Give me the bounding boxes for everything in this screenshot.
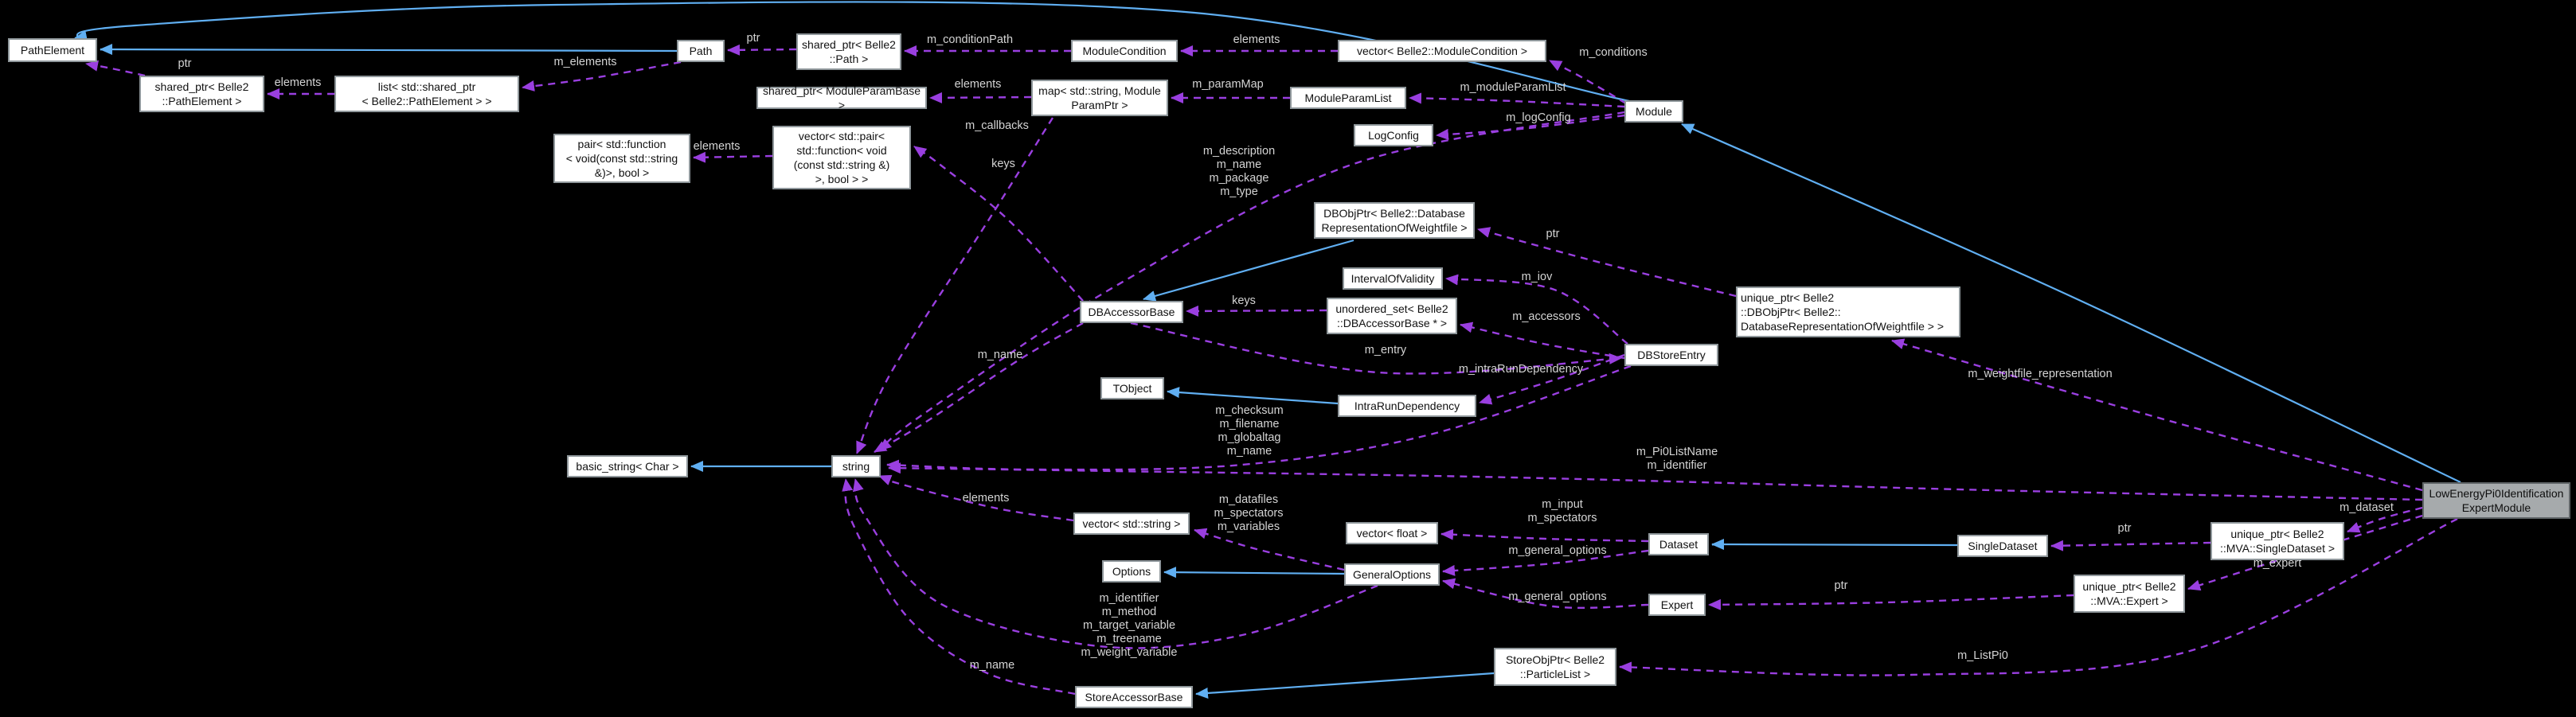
node-moduleparamlist[interactable]: ModuleParamList (1290, 87, 1406, 109)
edge-lowenergy-inherits-module (1681, 123, 2461, 483)
edge-dataset-input-vectorfloat (1440, 528, 1649, 543)
edge-lowenergy-listpi0-storeobjptr (1619, 517, 2458, 676)
node-unordered-set-dbaccessorbase[interactable]: unordered_set< Belle2 ::DBAccessorBase *… (1327, 298, 1457, 334)
edge-module-members-string (878, 111, 1625, 451)
node-unique-ptr-singledataset[interactable]: unique_ptr< Belle2 ::MVA::SingleDataset … (2211, 522, 2344, 560)
node-basic-string-char[interactable]: basic_string< Char > (567, 455, 688, 477)
node-pair-function[interactable]: pair< std::function < void(const std::st… (553, 134, 690, 183)
edge-storeaccessor-name-string (842, 478, 1076, 696)
node-unique-ptr-expert[interactable]: unique_ptr< Belle2 ::MVA::Expert > (2074, 575, 2185, 613)
node-vector-pair-function[interactable]: vector< std::pair< std::function< void (… (772, 126, 911, 189)
edge-path-inherits-pathelement (100, 44, 678, 56)
node-path[interactable]: Path (677, 40, 725, 62)
node-singledataset[interactable]: SingleDataset (1957, 535, 2048, 557)
edge-uniquedbobjptr-ptr-dbobjptr (1477, 227, 1737, 298)
node-shared-ptr-pathelement[interactable]: shared_ptr< Belle2 ::PathElement > (139, 76, 264, 112)
edge-sharedptrpe-ptr-pathelement (85, 60, 146, 77)
edge-dataset-generaloptions (1442, 549, 1649, 576)
edge-module-logconfig (1436, 114, 1625, 140)
node-interval-of-validity[interactable]: IntervalOfValidity (1343, 267, 1443, 290)
node-vector-float[interactable]: vector< float > (1346, 522, 1438, 544)
edge-singledataset-inherits-dataset (1711, 539, 1958, 551)
edge-intrarun-inherits-tobject (1167, 387, 1339, 405)
edge-lowenergy-expert-uniqueexpert (2187, 514, 2423, 591)
edge-map-elements-sharedptrmpb (929, 92, 1032, 103)
node-dbaccessorbase[interactable]: DBAccessorBase (1080, 301, 1183, 323)
edge-generaloptions-strings-string (852, 478, 1378, 649)
node-map-moduleparamptr[interactable]: map< std::string, Module ParamPtr > (1031, 80, 1168, 116)
node-module[interactable]: Module (1624, 100, 1683, 123)
edge-uniqueexpert-ptr-expert (1708, 594, 2074, 610)
edge-storeobjptr-inherits-storeaccessorbase (1195, 672, 1495, 699)
node-intrarundependency[interactable]: IntraRunDependency (1338, 395, 1476, 417)
edge-dbstore-strings-string (886, 364, 1632, 471)
edge-uniquesd-ptr-singledataset (2050, 540, 2211, 551)
node-module-condition[interactable]: ModuleCondition (1071, 40, 1178, 62)
node-shared-ptr-moduleparambase[interactable]: shared_ptr< ModuleParamBase > (756, 84, 927, 111)
node-options[interactable]: Options (1102, 560, 1161, 583)
edge-expert-generaloptions (1442, 578, 1649, 610)
node-storeaccessorbase[interactable]: StoreAccessorBase (1075, 686, 1193, 708)
edge-dbaccessor-callbacks-vectorpair (913, 146, 1084, 302)
edge-vectorstring-elements-string (878, 474, 1074, 522)
edge-lowenergy-weightfile-uniquedbobjptr (1891, 338, 2423, 492)
node-lowenergy-pi0-module[interactable]: LowEnergyPi0Identification ExpertModule (2422, 482, 2570, 519)
node-storeobjptr-particlelist[interactable]: StoreObjPtr< Belle2 ::ParticleList > (1494, 648, 1616, 686)
edge-generaloptions-inherits-options (1163, 567, 1345, 579)
node-shared-ptr-path[interactable]: shared_ptr< Belle2 ::Path > (796, 33, 901, 70)
edge-uset-keys-dbaccessor (1186, 305, 1327, 317)
node-string[interactable]: string (831, 455, 881, 477)
edge-dbaccessor-name-string (874, 321, 1084, 454)
edge-map-keys-string (855, 117, 1054, 454)
edge-generaloptions-datafiles-vectorstring (1194, 528, 1345, 571)
node-unique-ptr-dbobjptr-weightfile[interactable]: unique_ptr< Belle2 ::DBObjPtr< Belle2:: … (1736, 286, 1960, 337)
node-vector-module-condition[interactable]: vector< Belle2::ModuleCondition > (1338, 40, 1546, 62)
node-expert[interactable]: Expert (1648, 594, 1706, 616)
node-dbstoreentry[interactable]: DBStoreEntry (1624, 344, 1718, 366)
edge-dbstore-accessors-uset (1460, 321, 1625, 360)
node-logconfig[interactable]: LogConfig (1354, 124, 1433, 146)
edge-lowenergy-pi0listname-string (888, 462, 2423, 501)
node-pathelement[interactable]: PathElement (8, 38, 97, 62)
edge-lowenergy-dataset-uniquesd (2347, 506, 2423, 533)
edge-path-melements-list (522, 60, 682, 92)
edge-dbobjptr-inherits-dbaccessorbase (1143, 239, 1354, 302)
edge-dbaccessor-entry-dbstore (1130, 321, 1622, 375)
node-dataset[interactable]: Dataset (1648, 533, 1709, 555)
edge-dbstore-iov-intervalofvalidity (1445, 274, 1628, 345)
node-vector-string[interactable]: vector< std::string > (1073, 512, 1190, 535)
node-dbobjptr-weightfile[interactable]: DBObjPtr< Belle2::Database Representatio… (1314, 202, 1475, 239)
node-tobject[interactable]: TObject (1100, 377, 1164, 399)
node-generaloptions[interactable]: GeneralOptions (1344, 563, 1440, 586)
edge-dbstore-intrarundependency (1479, 353, 1625, 405)
node-list-shared-ptr-pathelement[interactable]: list< std::shared_ptr < Belle2::PathElem… (334, 76, 519, 112)
edge-vectorpair-elements-pair (693, 151, 773, 163)
edge-module-moduleparamlist (1409, 92, 1625, 108)
edge-sharedptrpath-ptr-path (727, 44, 797, 56)
edge-module-mconditions-vectormc (1549, 59, 1627, 105)
